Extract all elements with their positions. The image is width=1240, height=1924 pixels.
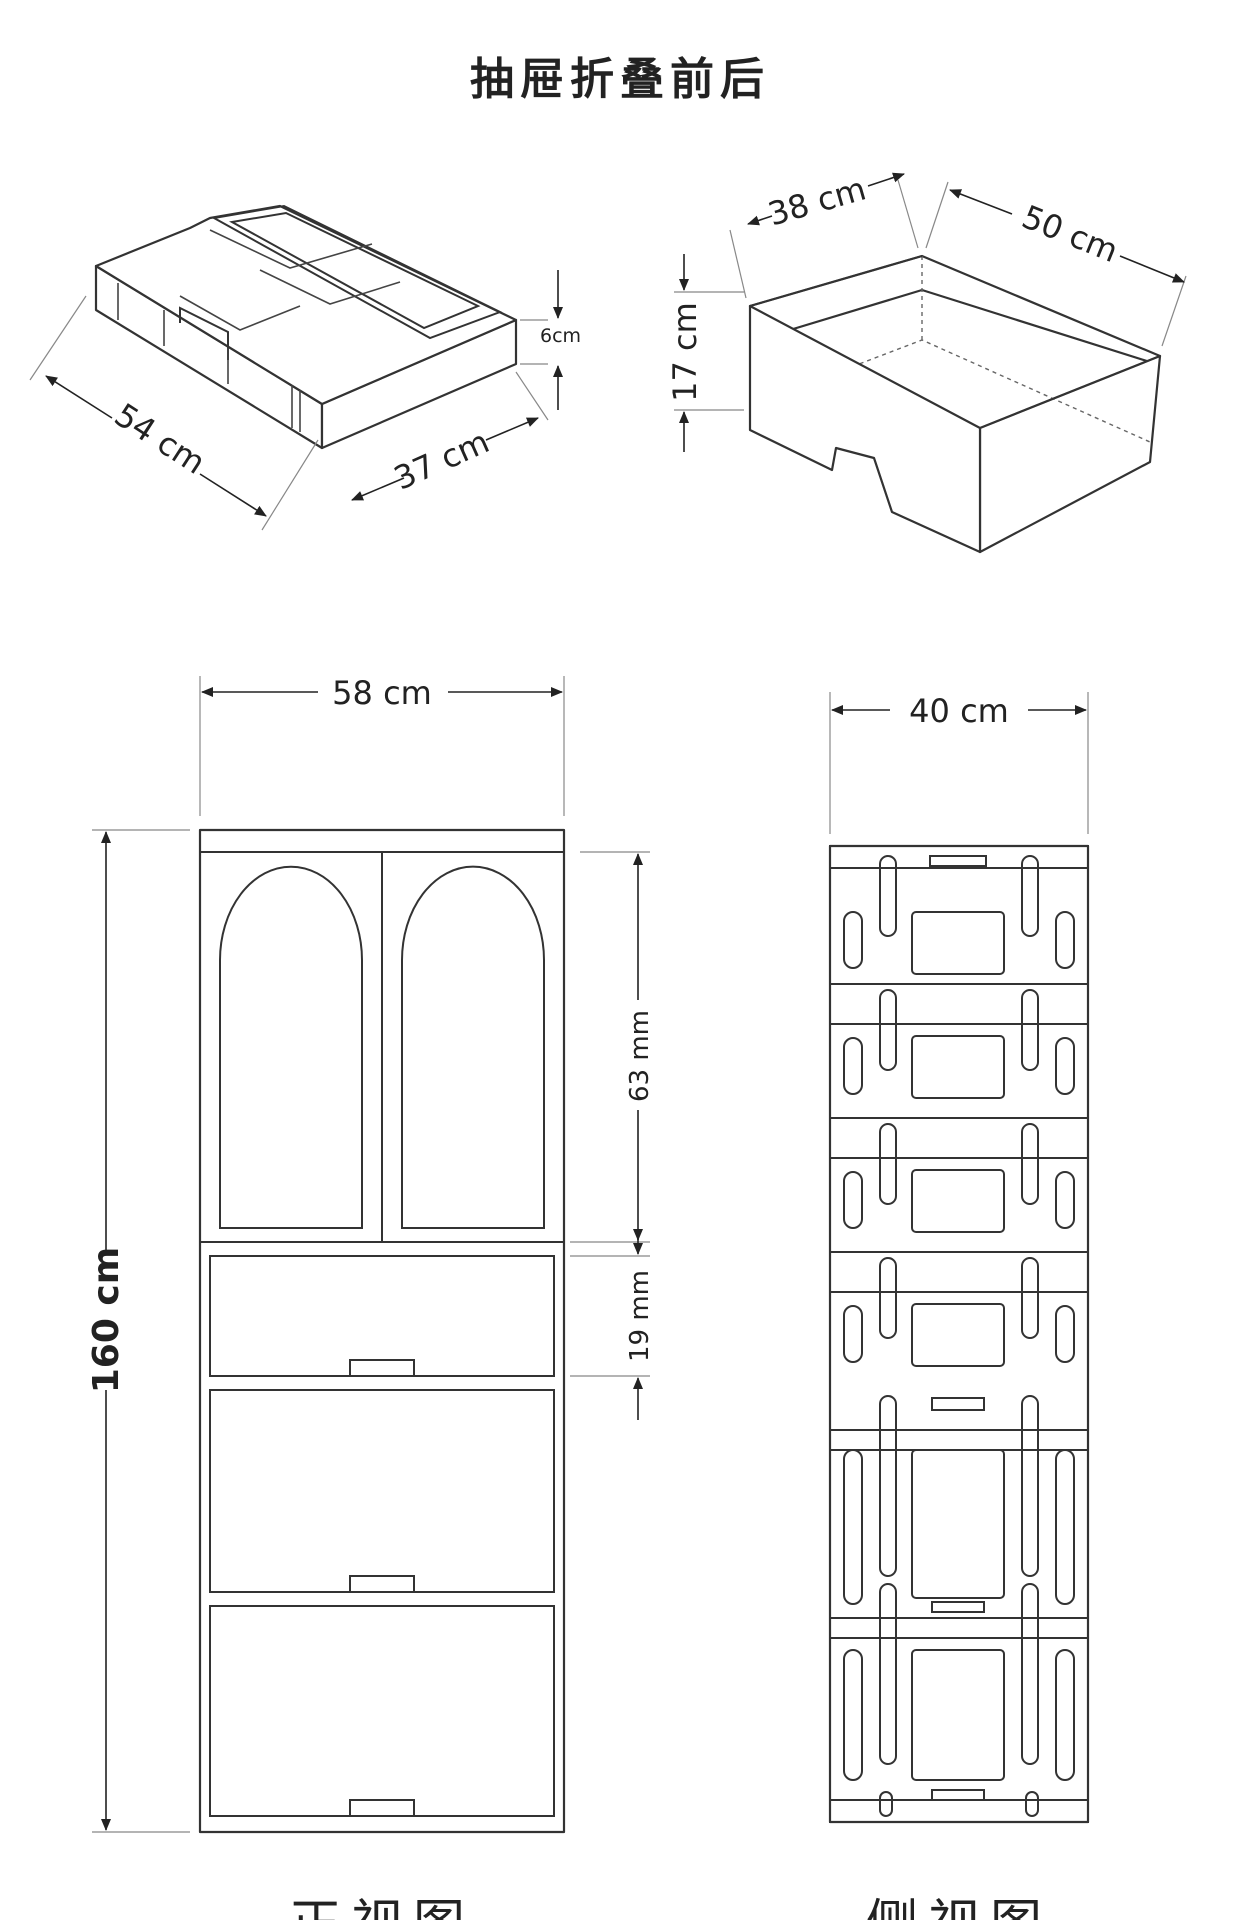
side-panel-4 (843, 1257, 1075, 1411)
side-panel-5 (843, 1395, 1075, 1613)
dimension-160cm: 160 cm (86, 829, 190, 1833)
dimension-17cm: 17 cm (666, 254, 744, 452)
unfolded-height-label: 17 cm (666, 302, 704, 402)
side-section-lines (829, 845, 1089, 1823)
side-depth-label: 40 cm (909, 692, 1009, 730)
side-view-caption: 侧视图 (866, 1895, 1052, 1920)
front-height-label: 160 cm (86, 1247, 127, 1394)
drawer-1 (209, 1255, 555, 1377)
front-view-drawing (198, 828, 566, 1834)
page-title: 抽屉折叠前后 (470, 54, 770, 105)
drawer-2 (209, 1389, 555, 1593)
unfolded-width-label: 38 cm (764, 169, 870, 233)
side-panel-1 (843, 855, 1075, 975)
folded-drawer-drawing (94, 204, 518, 450)
dimension-6cm: 6cm (520, 270, 581, 410)
dimension-19mm: 19 mm (570, 1234, 655, 1420)
dimension-63mm: 63 mm (570, 851, 655, 1243)
side-view-drawing (828, 844, 1090, 1824)
side-panel-6 (843, 1583, 1075, 1817)
drawer-height-label: 19 mm (625, 1270, 655, 1362)
right-door (401, 865, 545, 1229)
front-view-caption: 正视图 (289, 1895, 475, 1920)
folded-length-label: 54 cm (108, 396, 212, 482)
left-door (219, 865, 363, 1229)
dimension-58cm: 58 cm (199, 674, 565, 816)
front-width-label: 58 cm (332, 674, 432, 712)
dimension-40cm: 40 cm (829, 692, 1089, 834)
side-panel-3 (843, 1123, 1075, 1233)
door-height-label: 63 mm (625, 1010, 655, 1102)
side-panel-2 (843, 989, 1075, 1099)
folded-height-label: 6cm (540, 325, 581, 347)
unfolded-drawer-drawing (748, 254, 1162, 554)
unfolded-length-label: 50 cm (1017, 198, 1124, 271)
drawer-3 (209, 1605, 555, 1817)
folded-width-label: 37 cm (388, 422, 494, 497)
